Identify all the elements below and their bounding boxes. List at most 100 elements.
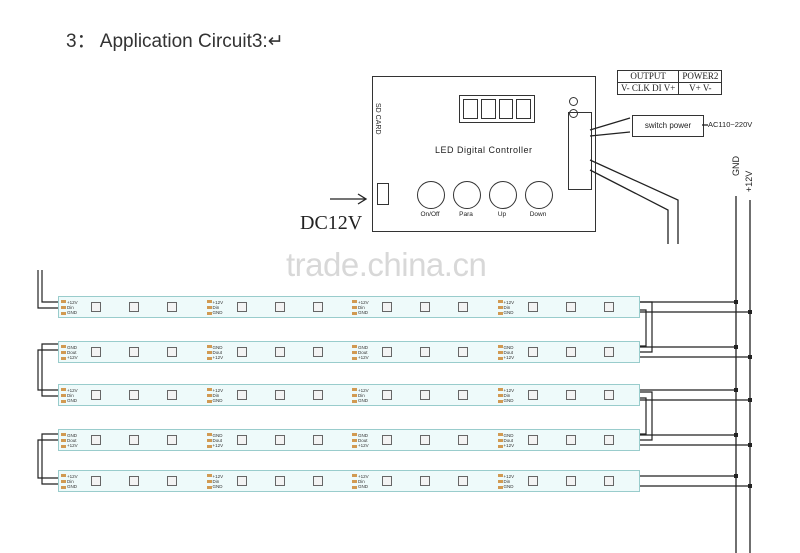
output-pins: V- CLK DI V+ — [616, 82, 680, 95]
solder-pad — [61, 439, 66, 442]
solder-pad — [352, 394, 357, 397]
led-chip — [458, 302, 468, 312]
indicator-led-icon — [569, 109, 578, 118]
solder-pad — [206, 357, 212, 360]
solder-pad — [206, 388, 212, 391]
solder-pad — [206, 345, 212, 348]
solder-pad — [206, 306, 212, 309]
led-chip — [382, 390, 392, 400]
solder-pad — [206, 351, 212, 354]
led-chip — [458, 435, 468, 445]
led-chip — [527, 302, 538, 312]
solder-pad — [352, 400, 357, 403]
data-link-wire — [640, 301, 653, 353]
solder-pad — [352, 474, 357, 477]
led-chip — [312, 390, 323, 400]
led-chip — [420, 347, 430, 357]
led-chip — [458, 476, 468, 486]
junction-dot — [734, 345, 738, 349]
led-chip — [458, 347, 468, 357]
solder-pad — [497, 400, 503, 403]
led-chip — [603, 347, 614, 357]
solder-pad — [61, 306, 66, 309]
led-chip — [420, 435, 430, 445]
led-chip — [603, 302, 614, 312]
led-chip — [167, 476, 177, 486]
solder-pad — [206, 312, 212, 315]
data-link-wire — [37, 343, 58, 397]
up-button — [489, 181, 517, 209]
led-chip — [565, 390, 576, 400]
junction-dot — [748, 484, 752, 488]
solder-pad — [352, 345, 357, 348]
solder-pad — [206, 439, 212, 442]
solder-pad — [61, 480, 66, 483]
on-off-label: On/Off — [420, 211, 440, 218]
dc-input-label: DC12V — [300, 212, 363, 234]
solder-pad — [497, 445, 503, 448]
led-chip — [129, 302, 139, 312]
solder-pad — [497, 388, 503, 391]
led-chip — [236, 476, 247, 486]
junction-dot — [748, 355, 752, 359]
led-chip — [129, 476, 139, 486]
led-chip — [129, 435, 139, 445]
led-chip — [565, 302, 576, 312]
led-chip — [312, 347, 323, 357]
solder-pad — [352, 300, 357, 303]
led-chip — [129, 347, 139, 357]
led-chip — [420, 476, 430, 486]
solder-pad — [206, 400, 212, 403]
led-chip — [167, 435, 177, 445]
led-chip — [382, 347, 392, 357]
led-chip — [527, 476, 538, 486]
down-button — [525, 181, 553, 209]
seven-segment-display — [459, 95, 535, 123]
display-digit — [463, 99, 478, 119]
output-pin-table: OUTPUT POWER2 V- CLK DI V+ V+ V- — [616, 70, 723, 95]
indicator-led-icon — [569, 97, 578, 106]
led-chip — [236, 347, 247, 357]
junction-dot — [748, 443, 752, 447]
solder-pad — [61, 300, 66, 303]
solder-pad — [61, 394, 66, 397]
junction-dot — [748, 310, 752, 314]
junction-dot — [734, 300, 738, 304]
page-title: 3： Application Circuit3:↵ — [66, 31, 284, 52]
led-chip — [527, 347, 538, 357]
power2-pins: V+ V- — [678, 82, 723, 95]
led-chip — [91, 476, 101, 486]
led-chip — [167, 302, 177, 312]
display-digit — [480, 99, 496, 119]
led-chip — [167, 347, 177, 357]
up-label: Up — [497, 211, 507, 218]
solder-pad — [497, 306, 503, 309]
led-chip — [236, 302, 247, 312]
dc-jack-icon — [377, 183, 389, 205]
led-chip — [565, 476, 576, 486]
solder-pad — [497, 474, 503, 477]
solder-pad — [61, 474, 66, 477]
solder-pad — [61, 433, 66, 436]
display-digit — [498, 99, 514, 119]
led-chip — [458, 390, 468, 400]
para-button — [453, 181, 481, 209]
ac-input-label: AC110~220V — [708, 120, 753, 129]
led-chip — [603, 390, 614, 400]
